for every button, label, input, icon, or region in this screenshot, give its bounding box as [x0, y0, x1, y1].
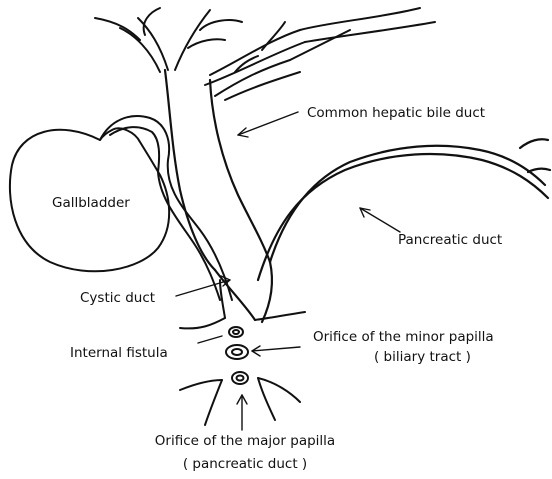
upper-orifice — [229, 327, 243, 337]
label-pancreatic-duct: Pancreatic duct — [398, 232, 502, 248]
label-cystic-duct: Cystic duct — [80, 290, 155, 306]
major-papilla-orifice — [232, 372, 248, 384]
papilla-orifices — [226, 327, 248, 384]
common-hepatic-duct — [165, 70, 272, 322]
hepatic-branches — [95, 8, 435, 100]
minor-papilla-orifice — [226, 345, 248, 359]
label-major-papilla-note: ( pancreatic duct ) — [140, 456, 350, 472]
label-major-papilla: Orifice of the major papilla — [140, 433, 350, 449]
label-gallbladder: Gallbladder — [52, 195, 130, 211]
label-common-hepatic-bile-duct: Common hepatic bile duct — [307, 105, 485, 121]
label-internal-fistula: Internal fistula — [70, 345, 168, 361]
label-minor-papilla: Orifice of the minor papilla — [313, 329, 494, 345]
label-minor-papilla-note: ( biliary tract ) — [374, 349, 471, 365]
pancreatic-duct — [258, 139, 550, 280]
